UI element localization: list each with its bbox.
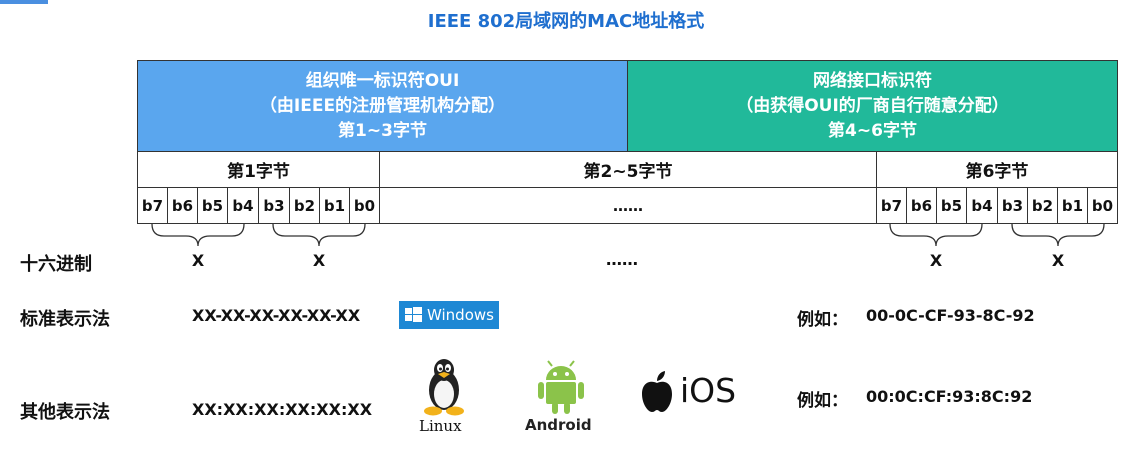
bit-cell-b7-first: b7 bbox=[137, 187, 168, 224]
std-example-value: 00-0C-CF-93-8C-92 bbox=[866, 306, 1035, 325]
oui-subtitle: （由IEEE的注册管理机构分配） bbox=[259, 95, 506, 116]
bit-cell-b3-last: b3 bbox=[997, 187, 1028, 224]
hex-label: 十六进制 bbox=[20, 254, 92, 275]
other-example-value: 00:0C:CF:93:8C:92 bbox=[866, 387, 1033, 406]
page-title: IEEE 802局域网的MAC地址格式 bbox=[427, 11, 705, 32]
android-label: Android bbox=[525, 416, 592, 434]
bit-cell-b5-first: b5 bbox=[197, 187, 228, 224]
hex-ellipsis: …… bbox=[606, 250, 638, 269]
bit-cell-b1-first: b1 bbox=[319, 187, 350, 224]
windows-icon bbox=[405, 307, 422, 322]
hex-x-1: X bbox=[191, 251, 205, 270]
bit-cell-b0-last: b0 bbox=[1087, 187, 1118, 224]
bit-cell-b2-last: b2 bbox=[1027, 187, 1058, 224]
std-example-label: 例如： bbox=[797, 310, 848, 330]
other-format: XX:XX:XX:XX:XX:XX bbox=[192, 400, 373, 419]
hex-x-4: X bbox=[1051, 251, 1065, 270]
bit-cell-b6-first: b6 bbox=[167, 187, 198, 224]
ios-label: iOS bbox=[680, 371, 737, 410]
linux-tux-icon bbox=[424, 359, 464, 416]
apple-icon bbox=[642, 371, 672, 412]
bit-cell-b2-first: b2 bbox=[289, 187, 320, 224]
brace-byte6-high bbox=[889, 223, 983, 247]
bit-cell-b4-last: b4 bbox=[966, 187, 998, 224]
oui-header: 组织唯一标识符OUI （由IEEE的注册管理机构分配） 第1~3字节 bbox=[137, 60, 628, 152]
std-format: XX-XX-XX-XX-XX-XX bbox=[192, 306, 361, 325]
windows-badge: Windows bbox=[399, 301, 499, 329]
bit-cell-b1-last: b1 bbox=[1057, 187, 1088, 224]
nic-bytes: 第4~6字节 bbox=[828, 120, 917, 141]
windows-label: Windows bbox=[427, 306, 494, 324]
hex-x-3: X bbox=[929, 251, 943, 270]
bit-cell-b7-last: b7 bbox=[876, 187, 907, 224]
nic-header: 网络接口标识符 （由获得OUI的厂商自行随意分配） 第4~6字节 bbox=[627, 60, 1118, 152]
std-label: 标准表示法 bbox=[20, 309, 110, 330]
brace-byte1-low bbox=[272, 223, 366, 247]
hex-x-2: X bbox=[312, 251, 326, 270]
bit-cell-b6-last: b6 bbox=[906, 187, 937, 224]
bit-cell-b3-first: b3 bbox=[258, 187, 290, 224]
oui-title: 组织唯一标识符OUI bbox=[305, 70, 460, 91]
brace-byte1-high bbox=[151, 223, 245, 247]
other-example-label: 例如： bbox=[797, 391, 848, 411]
other-label: 其他表示法 bbox=[20, 402, 110, 423]
linux-label: Linux bbox=[419, 417, 462, 435]
nic-title: 网络接口标识符 bbox=[813, 70, 932, 91]
android-robot-icon bbox=[538, 360, 584, 414]
bit-row-ellipsis: …… bbox=[379, 187, 877, 224]
oui-bytes: 第1~3字节 bbox=[338, 120, 427, 141]
corner-accent bbox=[0, 0, 48, 4]
brace-byte6-low bbox=[1011, 223, 1105, 247]
nic-subtitle: （由获得OUI的厂商自行随意分配） bbox=[736, 95, 1009, 116]
